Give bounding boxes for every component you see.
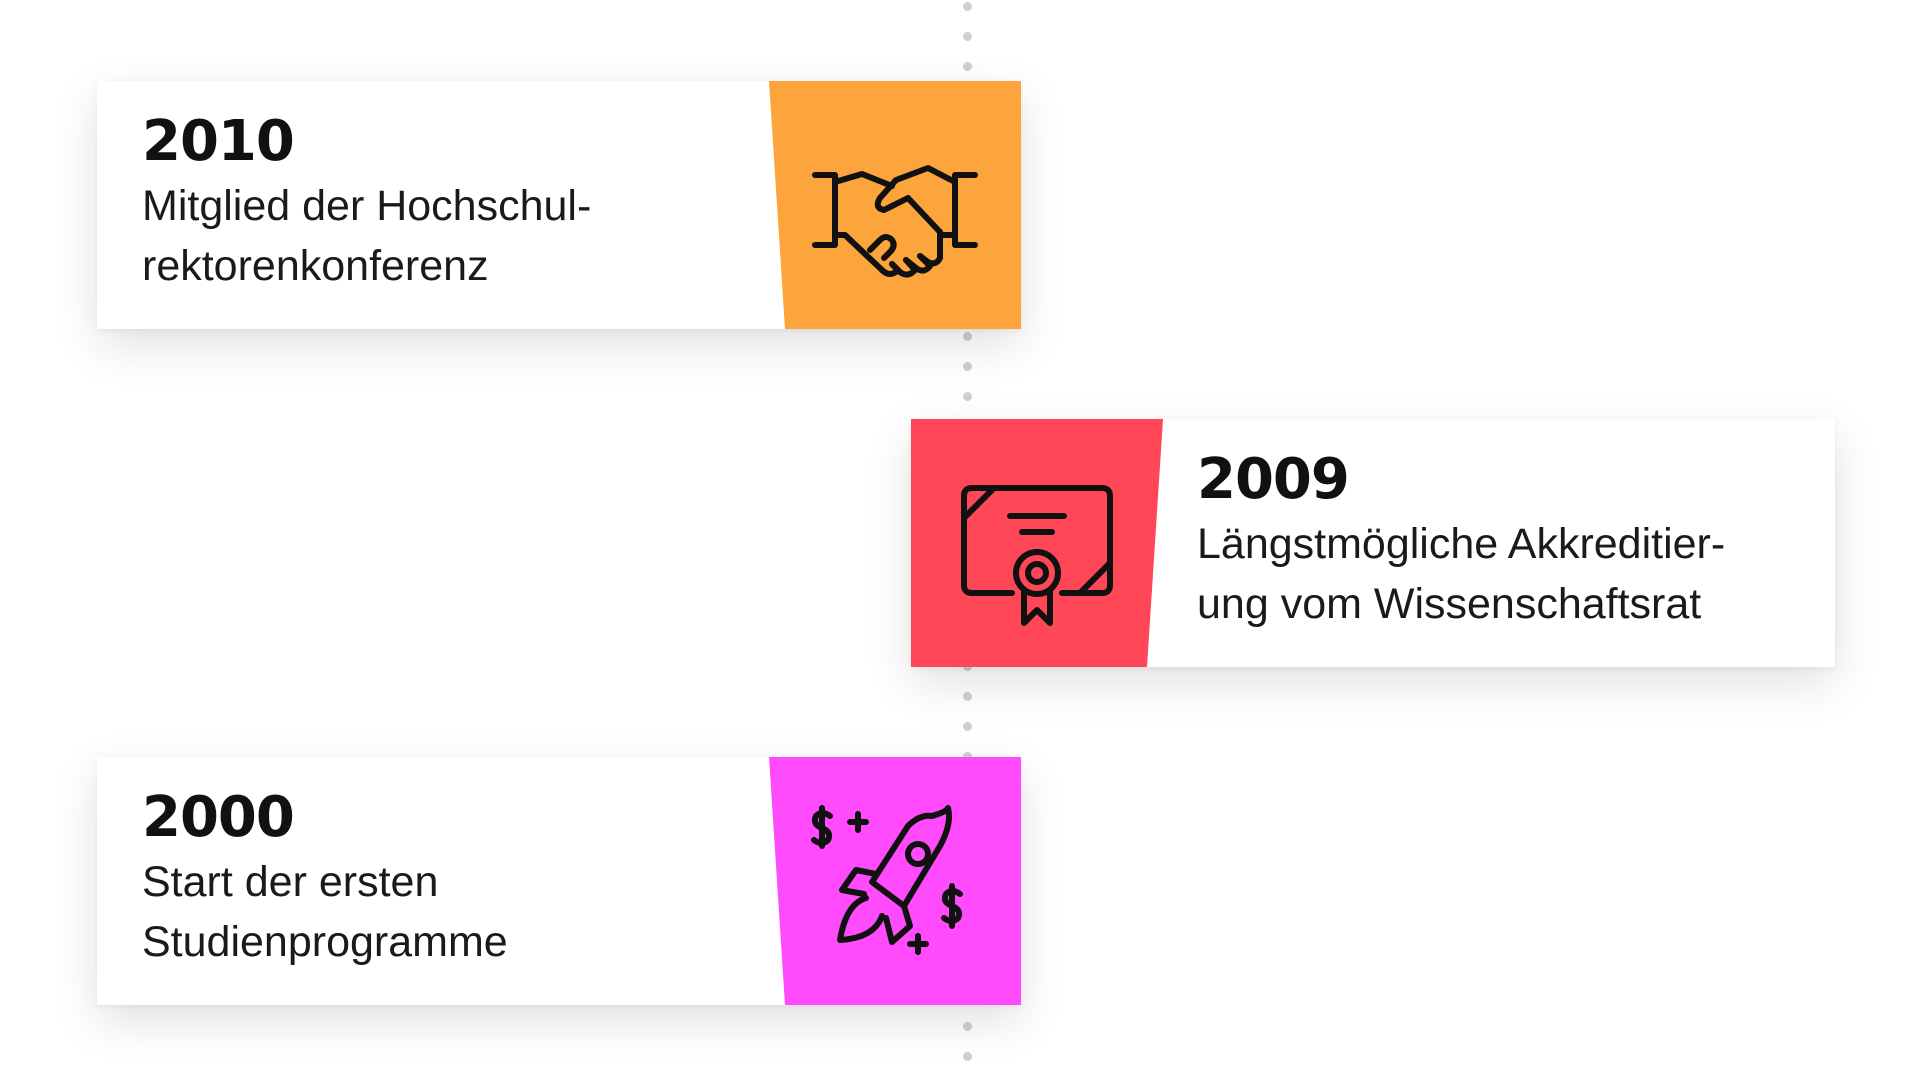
timeline-card-2000: 2000 Start der ersten Studienprogramme (97, 757, 1021, 1005)
certificate-icon (942, 448, 1132, 638)
icon-panel (769, 757, 1021, 1005)
card-text: 2010 Mitglied der Hochschul- rektorenkon… (142, 109, 742, 296)
axis-dot (963, 32, 972, 41)
card-description-line: Start der ersten (142, 857, 439, 906)
icon-panel (911, 419, 1163, 667)
card-year: 2009 (1197, 447, 1350, 512)
axis-dot (963, 362, 972, 371)
card-description-line: Mitglied der Hochschul- (142, 181, 592, 230)
card-description: Mitglied der Hochschul- rektorenkonferen… (142, 176, 742, 296)
handshake-icon (812, 165, 978, 278)
card-description: Start der ersten Studienprogramme (142, 852, 742, 972)
axis-dot (963, 752, 972, 761)
card-year: 2000 (142, 785, 295, 850)
card-year: 2010 (142, 109, 295, 174)
card-text: 2009 Längstmögliche Akkreditier- ung vom… (1197, 447, 1807, 634)
axis-dot (963, 1052, 972, 1061)
card-description: Längstmögliche Akkreditier- ung vom Wiss… (1197, 514, 1807, 634)
axis-dot (963, 722, 972, 731)
card-description-line: ung vom Wissenschaftsrat (1197, 579, 1702, 628)
axis-dot (963, 2, 972, 11)
rocket-icon (811, 805, 963, 955)
timeline-card-2009: 2009 Längstmögliche Akkreditier- ung vom… (911, 419, 1835, 667)
axis-dot (963, 392, 972, 401)
timeline-card-2010: 2010 Mitglied der Hochschul- rektorenkon… (97, 81, 1021, 329)
card-description-line: rektorenkonferenz (142, 241, 489, 290)
card-text: 2000 Start der ersten Studienprogramme (142, 785, 742, 972)
axis-dot (963, 332, 972, 341)
card-description-line: Längstmögliche Akkreditier- (1197, 519, 1726, 568)
axis-dot (963, 62, 972, 71)
icon-panel (769, 81, 1021, 329)
axis-dot (963, 692, 972, 701)
card-description-line: Studienprogramme (142, 917, 508, 966)
axis-dot (963, 1022, 972, 1031)
